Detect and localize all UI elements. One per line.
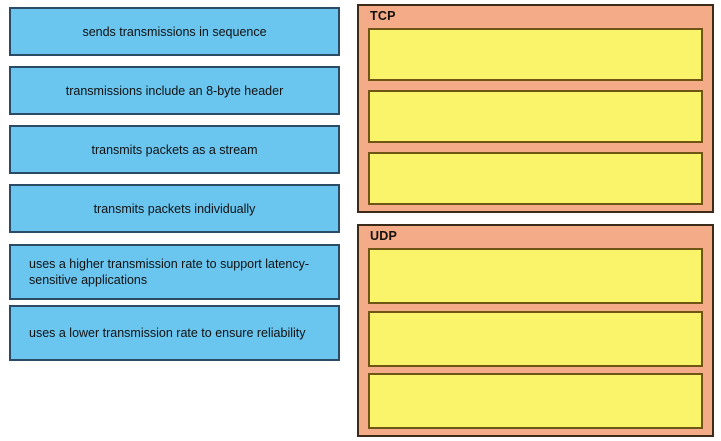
source-tile-6[interactable]: uses a lower transmission rate to ensure… <box>9 305 340 361</box>
dropzone-tcp-2[interactable] <box>368 90 703 143</box>
tile-spacer <box>9 56 340 66</box>
source-tile-label: transmits packets as a stream <box>91 142 258 157</box>
category-title-udp: UDP <box>370 229 397 243</box>
dropzone-stack-tcp <box>368 28 703 205</box>
source-tile-label: uses a higher transmission rate to suppo… <box>29 257 309 287</box>
dropzone-udp-3[interactable] <box>368 373 703 429</box>
source-tile-label: uses a lower transmission rate to ensure… <box>29 326 306 340</box>
dropzone-stack-udp <box>368 248 703 429</box>
source-tile-4[interactable]: transmits packets individually <box>9 184 340 233</box>
tile-spacer <box>9 233 340 244</box>
source-tile-1[interactable]: sends transmissions in sequence <box>9 7 340 56</box>
source-tile-label: transmits packets individually <box>93 201 256 216</box>
dropzone-udp-1[interactable] <box>368 248 703 304</box>
source-tile-5[interactable]: uses a higher transmission rate to suppo… <box>9 244 340 300</box>
source-tile-label: transmissions include an 8-byte header <box>65 83 284 98</box>
dropzone-tcp-3[interactable] <box>368 152 703 205</box>
tile-spacer <box>9 174 340 184</box>
source-tile-list: sends transmissions in sequence transmis… <box>9 7 340 361</box>
source-tile-label: sends transmissions in sequence <box>82 24 267 39</box>
dropzone-tcp-1[interactable] <box>368 28 703 81</box>
category-panel-tcp[interactable]: TCP <box>357 4 714 213</box>
category-panel-udp[interactable]: UDP <box>357 224 714 437</box>
dropzone-udp-2[interactable] <box>368 310 703 367</box>
source-tile-3[interactable]: transmits packets as a stream <box>9 125 340 174</box>
category-title-tcp: TCP <box>370 9 396 23</box>
tile-spacer <box>9 115 340 125</box>
source-tile-2[interactable]: transmissions include an 8-byte header <box>9 66 340 115</box>
